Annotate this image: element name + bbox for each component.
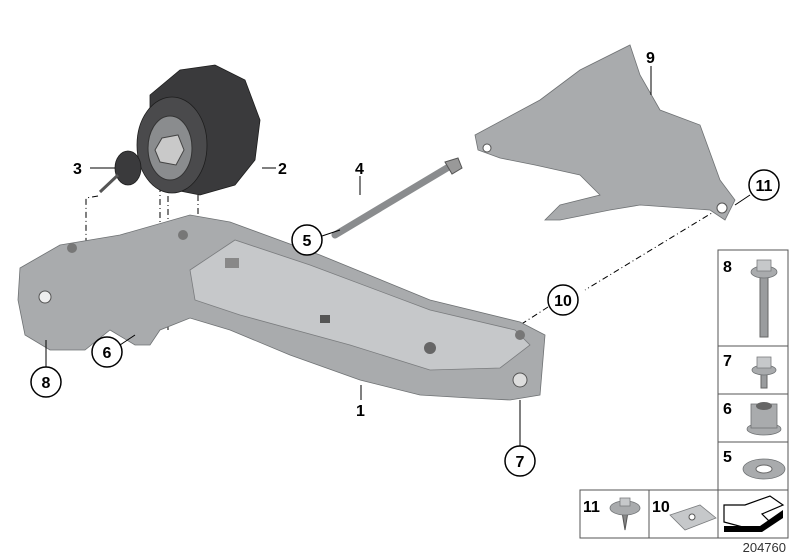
transmission-mount[interactable] (136, 64, 261, 196)
panel-label-10: 10 (652, 499, 670, 516)
panel-item-6[interactable]: 6 (723, 401, 782, 436)
bracket[interactable] (474, 44, 736, 221)
panel-label-5: 5 (723, 449, 732, 466)
callout-2: 2 (278, 161, 287, 178)
panel-label-7: 7 (723, 353, 732, 370)
panel-item-10[interactable]: 10 (652, 499, 717, 531)
fastener-panel: 8 7 6 5 11 10 (579, 249, 789, 539)
callout-8: 8 (42, 375, 51, 392)
panel-item-8[interactable]: 8 (723, 259, 778, 338)
panel-item-7[interactable]: 7 (723, 353, 777, 389)
panel-label-11: 11 (583, 499, 600, 516)
callout-leaders (45, 66, 751, 447)
panel-item-11[interactable]: 11 (583, 497, 641, 531)
callout-10: 10 (554, 293, 572, 310)
long-bolt[interactable] (331, 157, 463, 239)
arrow-front-icon (723, 495, 785, 532)
callouts: 1 2 3 4 9 5 11 10 6 8 7 (30, 50, 780, 477)
callout-11: 11 (756, 178, 773, 195)
callout-1: 1 (356, 403, 365, 420)
callout-7: 7 (516, 454, 525, 471)
callout-3: 3 (73, 161, 82, 178)
callout-9: 9 (646, 50, 655, 67)
panel-item-5[interactable]: 5 (723, 449, 786, 480)
callout-6: 6 (103, 345, 112, 362)
diagram-id: 204760 (743, 540, 786, 555)
mount-damper[interactable] (98, 150, 142, 194)
panel-label-8: 8 (723, 259, 732, 276)
transmission-crossmember[interactable] (17, 214, 546, 401)
panel-label-6: 6 (723, 401, 732, 418)
callout-4: 4 (355, 161, 364, 178)
callout-5: 5 (303, 233, 312, 250)
